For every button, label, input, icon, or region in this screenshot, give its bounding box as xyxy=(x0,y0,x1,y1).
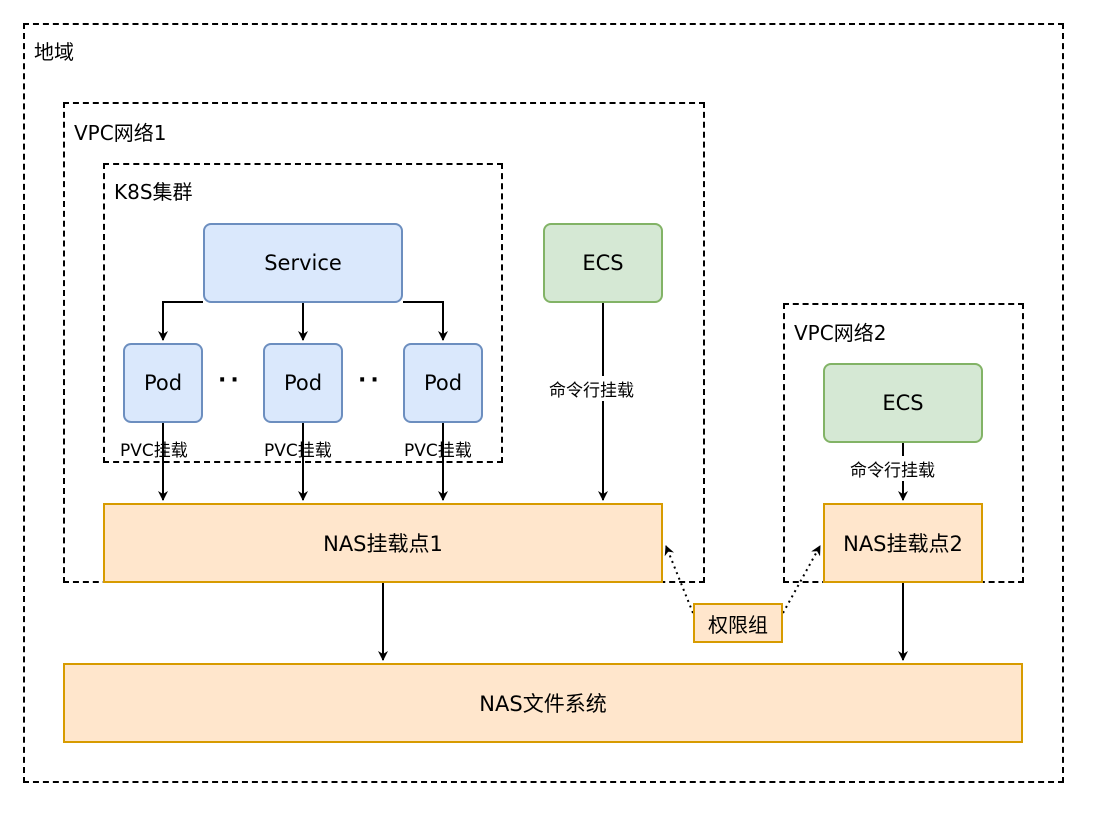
pod-label: Pod xyxy=(143,371,183,395)
ecs2-mount-label: 命令行挂载 xyxy=(850,456,935,481)
pod-node-3[interactable]: Pod xyxy=(403,343,483,423)
permission-group-label: 权限组 xyxy=(708,612,768,637)
pod-node-1[interactable]: Pod xyxy=(123,343,203,423)
vpc2-label: VPC网络2 xyxy=(794,321,887,345)
ecs-node-1[interactable]: ECS xyxy=(543,223,663,303)
edge-permission-nas2 xyxy=(782,545,821,614)
pod3-mount-label: PVC挂载 xyxy=(404,441,472,461)
nas-mount-point-1[interactable]: NAS挂载点1 xyxy=(103,503,663,583)
k8s-cluster-label: K8S集群 xyxy=(114,180,193,204)
pod1-mount-label: PVC挂载 xyxy=(120,441,188,461)
permission-group-node[interactable]: 权限组 xyxy=(693,603,783,643)
nas-mount-point-2-label: NAS挂载点2 xyxy=(843,532,963,556)
edge-service-pod3 xyxy=(403,301,448,341)
pod2-mount-label: PVC挂载 xyxy=(264,441,332,461)
ecs-label: ECS xyxy=(882,391,924,415)
edge-service-pod1 xyxy=(158,301,203,341)
region-container xyxy=(23,23,1064,783)
pod-label: Pod xyxy=(283,371,323,395)
service-label: Service xyxy=(264,251,342,275)
ecs-node-2[interactable]: ECS xyxy=(823,363,983,443)
ecs1-mount-label: 命令行挂载 xyxy=(549,376,634,401)
nas-file-system-label: NAS文件系统 xyxy=(479,692,607,716)
pod-node-2[interactable]: Pod xyxy=(263,343,343,423)
pod-ellipsis-1: ·· xyxy=(218,368,243,393)
edge-permission-nas1 xyxy=(664,545,694,614)
ecs-label: ECS xyxy=(582,251,624,275)
nas-mount-point-1-label: NAS挂载点1 xyxy=(323,532,443,556)
vpc1-label: VPC网络1 xyxy=(74,121,167,145)
nas-mount-point-2[interactable]: NAS挂载点2 xyxy=(823,503,983,583)
pod-ellipsis-2: ·· xyxy=(358,368,383,393)
service-node[interactable]: Service xyxy=(203,223,403,303)
pod-label: Pod xyxy=(423,371,463,395)
region-label: 地域 xyxy=(34,40,74,64)
nas-file-system[interactable]: NAS文件系统 xyxy=(63,663,1023,743)
